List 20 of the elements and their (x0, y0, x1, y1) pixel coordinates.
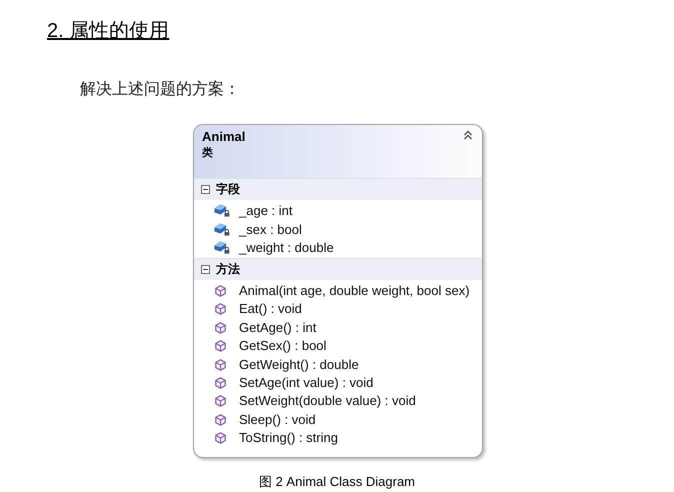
field-signature: _age : int (239, 202, 292, 220)
compartment-heading: 字段 (216, 181, 240, 198)
method-signature: Eat() : void (239, 300, 302, 318)
method-signature: SetAge(int value) : void (239, 374, 374, 392)
body-text: 解决上述问题的方案： (80, 80, 240, 100)
method-signature: Animal(int age, double weight, bool sex) (239, 282, 470, 300)
method-signature: ToString() : string (239, 429, 338, 448)
method-signature: GetWeight() : double (239, 356, 359, 374)
method-signature: GetAge() : int (239, 318, 316, 337)
class-box (193, 124, 483, 458)
class-kind: 类 (202, 146, 213, 160)
method-signature: SetWeight(double value) : void (239, 392, 416, 410)
field-signature: _weight : double (239, 239, 334, 257)
class-name: Animal (202, 129, 246, 145)
section-heading: 2. 属性的使用 (47, 19, 170, 44)
figure-caption: 图 2 Animal Class Diagram (258, 474, 416, 489)
field-signature: _sex : bool (239, 220, 302, 238)
method-signature: GetSex() : bool (239, 337, 326, 356)
method-signature: Sleep() : void (239, 410, 316, 429)
compartment-heading: 方法 (216, 261, 240, 278)
